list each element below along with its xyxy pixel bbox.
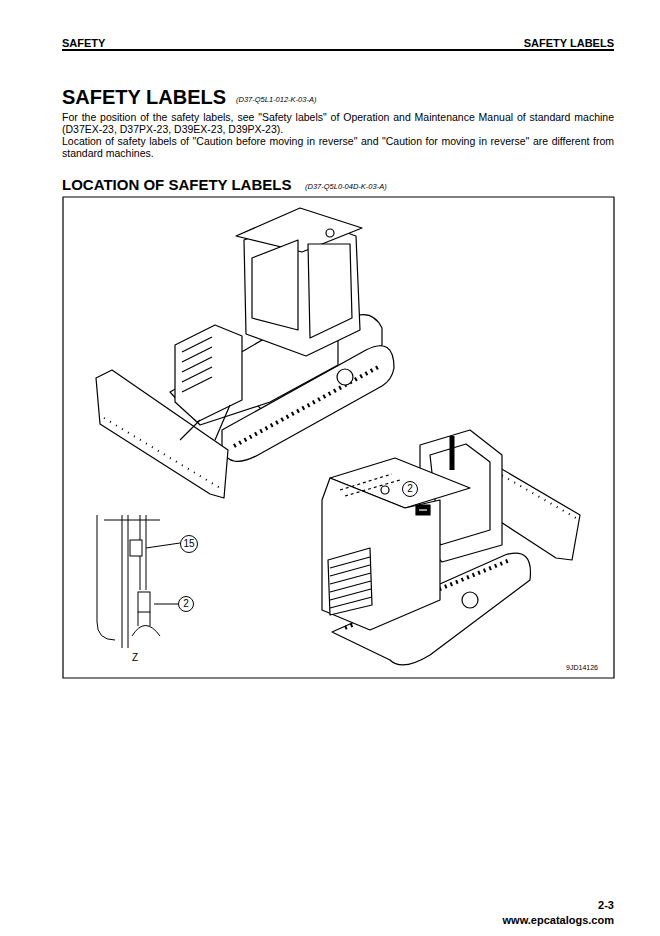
front-grill <box>175 325 242 422</box>
page-number: 2-3 <box>598 899 614 912</box>
hood-vents <box>340 474 400 496</box>
page-rules <box>62 50 614 678</box>
callout-number: 2 <box>407 484 413 494</box>
callout-circle: 15 <box>180 535 198 553</box>
idler-wheel <box>337 369 353 385</box>
frame-bar <box>104 520 160 521</box>
figure-frame <box>63 197 614 678</box>
body-paragraph: Location of safety labels of "Caution be… <box>62 135 614 159</box>
section-code: (D37-Q5L0-04D-K-03-A) <box>305 183 387 192</box>
running-header: SAFETY LABELS <box>524 37 614 50</box>
blade-bolts <box>104 418 220 488</box>
frame-rail <box>146 515 147 590</box>
cab-window <box>308 244 352 338</box>
callout-circle: 2 <box>402 481 418 497</box>
fuel-cap <box>381 486 389 494</box>
watermark: www.epcatalogs.com <box>503 914 614 927</box>
exhaust-stack <box>450 436 455 470</box>
header-rule <box>62 49 614 51</box>
subheading: LOCATION OF SAFETY LABELS <box>62 176 291 193</box>
running-header: SAFETY <box>62 37 105 50</box>
safety-label <box>138 592 150 612</box>
figure-code: 9JD14126 <box>566 664 598 672</box>
frame-rail <box>128 515 129 648</box>
rear-body <box>322 478 440 630</box>
grill-bars <box>182 337 212 392</box>
body-paragraph: For the position of the safety labels, s… <box>62 111 614 135</box>
blade-arm <box>180 405 230 440</box>
leader-line <box>154 604 178 605</box>
callout-number: 15 <box>183 539 194 549</box>
safety-label-mark <box>416 505 430 515</box>
page-title: SAFETY LABELS <box>62 86 226 109</box>
rear-bulldozer <box>322 430 580 665</box>
section-code: (D37-Q5L1-012-K-03-A) <box>236 96 316 105</box>
radiator-grill <box>328 548 372 615</box>
grab-handle <box>132 612 160 636</box>
front-bulldozer <box>96 208 394 498</box>
safety-label <box>130 540 142 556</box>
detail-inset <box>97 515 180 648</box>
callout-number: 2 <box>183 599 189 609</box>
idler-wheel <box>462 592 478 608</box>
label-arrow <box>419 509 427 510</box>
blade-bolts <box>496 472 576 518</box>
cab-window <box>252 240 298 330</box>
callout-circle: 2 <box>178 596 194 612</box>
roof-lamp <box>326 229 334 237</box>
blade <box>96 370 228 498</box>
frame-rail <box>122 515 123 648</box>
grill-bars <box>330 557 372 608</box>
leader-line <box>146 543 180 548</box>
frame-edge <box>97 515 115 640</box>
view-letter: Z <box>132 652 138 664</box>
